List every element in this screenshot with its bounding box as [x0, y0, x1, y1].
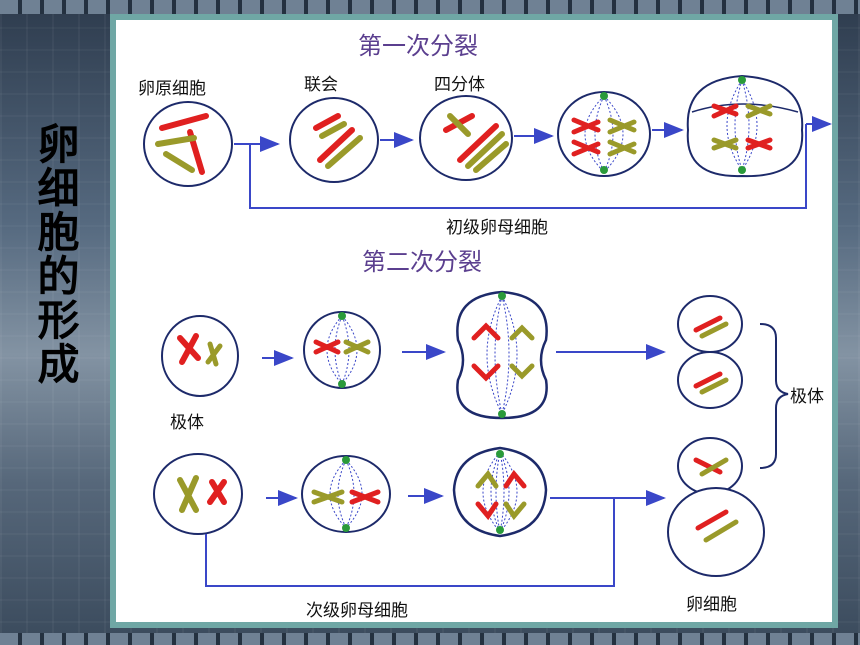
- primary-oocyte-bracket: [249, 124, 807, 209]
- label-oogonium: 卵原细胞: [138, 79, 206, 99]
- label-egg-cell: 卵细胞: [686, 595, 737, 615]
- label-tetrad: 四分体: [434, 75, 485, 95]
- polar-bodies-brace: [759, 323, 789, 469]
- cell-anaphase-1: [686, 74, 804, 178]
- cell-oogonium: [143, 101, 233, 187]
- bottom-decorative-band: [0, 633, 860, 645]
- cell-polar-anaphase: [456, 290, 548, 420]
- cell-metaphase-1: [557, 91, 651, 177]
- cell-secondary-metaphase: [301, 455, 391, 533]
- label-synapsis: 联会: [304, 75, 338, 95]
- cell-secondary-anaphase: [452, 446, 548, 538]
- cell-synapsis: [289, 97, 379, 183]
- cell-tetrad: [419, 95, 513, 181]
- diagram-panel: 第一次分裂 第二次分裂 卵原细胞 联会 四分体 初级卵母细胞 极体 极体 次级卵…: [110, 14, 838, 628]
- top-decorative-band: [0, 0, 860, 14]
- second-division-heading: 第二次分裂: [362, 248, 482, 276]
- polar-body-b: [677, 351, 743, 409]
- egg-cell: [667, 487, 765, 577]
- label-polar-bodies: 极体: [790, 387, 824, 407]
- label-primary-oocyte: 初级卵母细胞: [446, 218, 548, 238]
- oogenesis-diagram: 第一次分裂 第二次分裂 卵原细胞 联会 四分体 初级卵母细胞 极体 极体 次级卵…: [138, 32, 832, 621]
- cell-polar-body-1: [161, 315, 239, 397]
- secondary-oocyte-bracket: [205, 498, 615, 587]
- polar-body-a: [677, 295, 743, 353]
- cell-polar-metaphase: [303, 311, 381, 389]
- polar-body-c: [677, 437, 743, 495]
- first-division-heading: 第一次分裂: [358, 32, 478, 60]
- label-polar-body: 极体: [170, 413, 204, 433]
- side-title: 卵细胞的形成: [31, 122, 80, 386]
- label-secondary-oocyte: 次级卵母细胞: [306, 601, 408, 621]
- cell-secondary-oocyte: [153, 453, 243, 535]
